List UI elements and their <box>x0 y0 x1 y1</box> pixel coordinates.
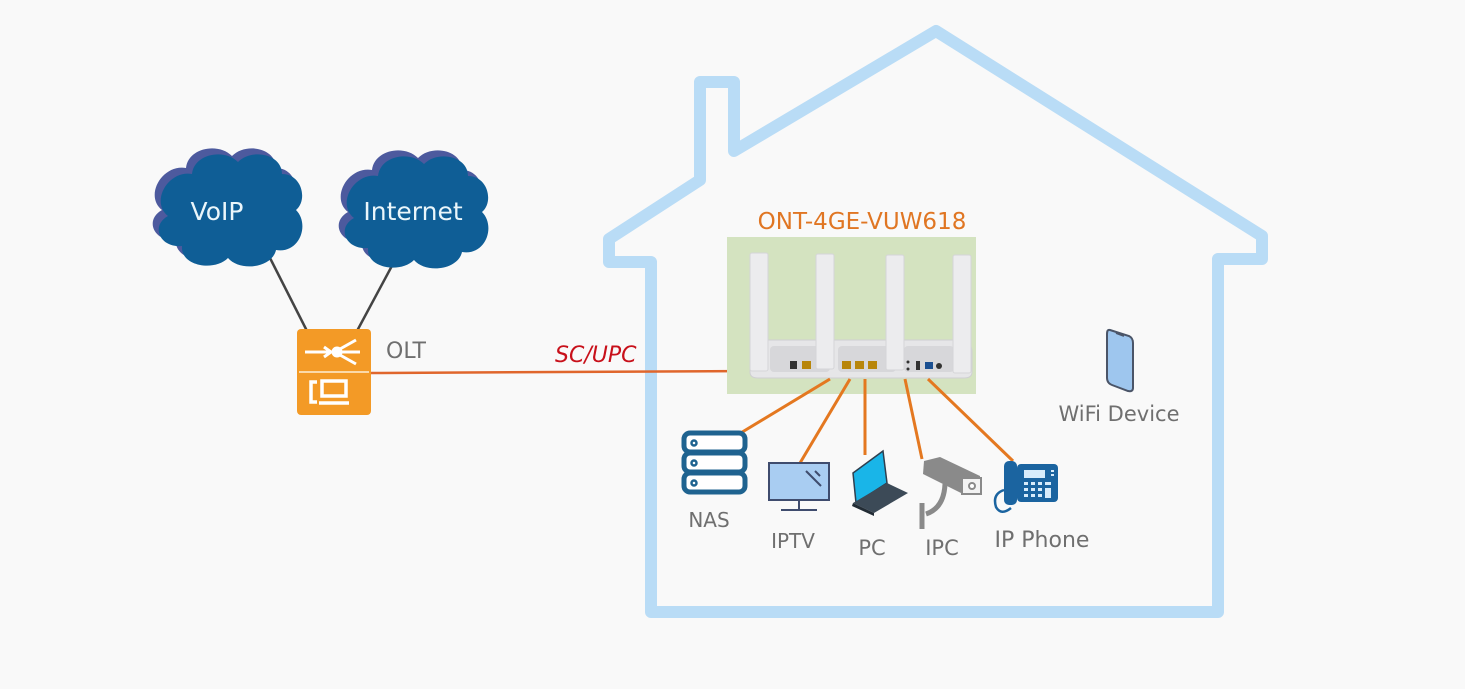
ont-router-image <box>749 252 973 379</box>
ipc-device[interactable]: IPC <box>919 457 982 560</box>
security-camera-icon <box>919 457 982 529</box>
cloud-voip[interactable]: VoIP <box>152 148 303 267</box>
router-arrows-icon <box>305 338 360 366</box>
ont-device[interactable] <box>727 237 976 394</box>
usb-port <box>916 361 920 370</box>
cloud-label: Internet <box>363 197 462 226</box>
lan-port <box>855 361 864 369</box>
pc-label: PC <box>858 536 885 560</box>
fiber-connector-label: SC/UPC <box>555 343 637 368</box>
cloud-icon <box>338 150 489 269</box>
desk-phone-icon <box>993 461 1058 513</box>
laptop-icon <box>852 449 908 516</box>
ethernet-links <box>738 377 1015 464</box>
computer-icon <box>309 379 349 405</box>
server-icon <box>681 430 748 495</box>
power-port <box>936 363 942 369</box>
lan-port <box>842 361 851 369</box>
nas-label: NAS <box>688 508 729 532</box>
wifi-device[interactable]: WiFi Device <box>1058 328 1180 426</box>
phone-port <box>925 362 933 369</box>
antenna <box>815 253 835 370</box>
olt-label: OLT <box>386 339 427 364</box>
antenna <box>952 254 972 374</box>
cloud-internet[interactable]: Internet <box>338 150 489 269</box>
house-outline <box>603 25 1268 618</box>
fiber-link <box>369 369 761 375</box>
link-ipphone <box>926 377 1015 463</box>
iptv-device[interactable]: IPTV <box>768 462 830 553</box>
link-voip-olt <box>268 257 309 332</box>
link-nas <box>738 377 831 436</box>
antenna <box>885 254 905 371</box>
cloud-icon <box>152 148 303 267</box>
lan-port <box>802 361 811 369</box>
link-internet-olt <box>355 261 396 332</box>
smartphone-icon <box>1106 328 1134 393</box>
pc-device[interactable]: PC <box>852 449 908 560</box>
ip-phone-label: IP Phone <box>995 528 1090 553</box>
pon-port <box>790 361 797 369</box>
cloud-label: VoIP <box>191 197 244 226</box>
tv-monitor-icon <box>768 462 830 511</box>
wifi-device-label: WiFi Device <box>1058 402 1179 426</box>
lan-port <box>868 361 877 369</box>
link-ipc <box>903 378 924 460</box>
nas-device[interactable]: NAS <box>681 430 748 532</box>
olt-device[interactable] <box>297 329 371 415</box>
ont-model-label: ONT-4GE-VUW618 <box>758 209 967 235</box>
link-iptv <box>798 378 852 464</box>
ipc-label: IPC <box>925 536 959 560</box>
iptv-label: IPTV <box>771 529 815 553</box>
ip-phone-device[interactable]: IP Phone <box>993 461 1090 553</box>
antenna <box>749 252 769 372</box>
